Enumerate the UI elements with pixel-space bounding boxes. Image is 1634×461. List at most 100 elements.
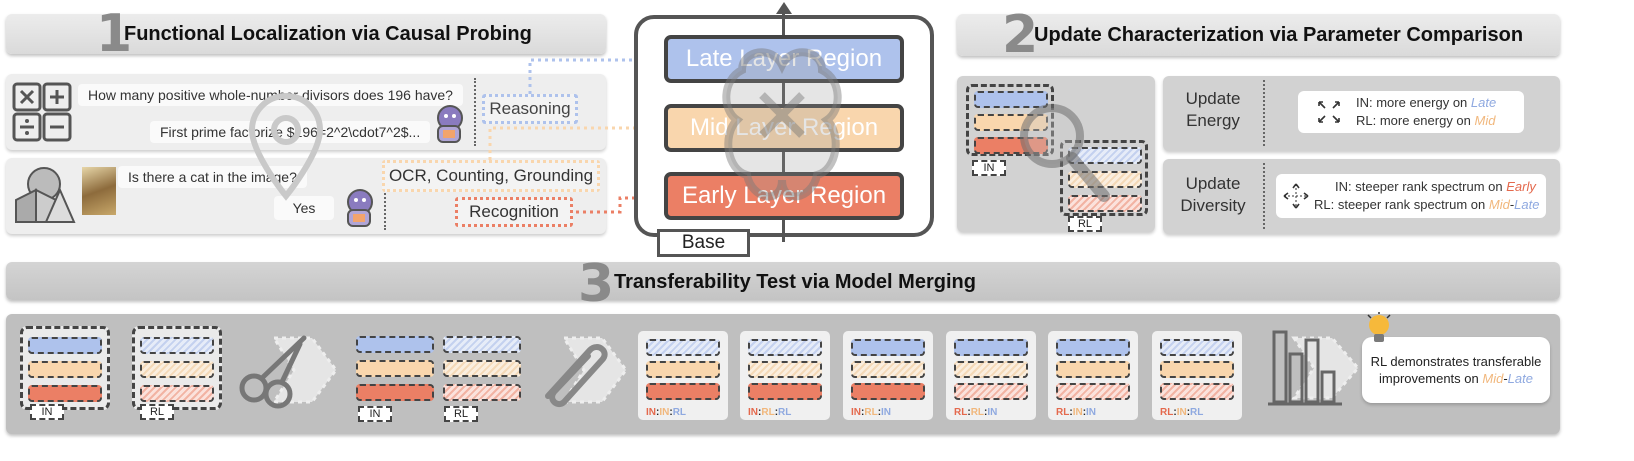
in-late-layer — [974, 91, 1048, 108]
merge-label: RL:IN:RL — [1160, 407, 1203, 418]
merge-label-sep: : — [861, 407, 865, 418]
merge-label-early: IN — [646, 407, 656, 418]
energy-rl-text: RL: more energy on — [1356, 113, 1475, 128]
merged-late-layer — [1056, 339, 1130, 356]
robot-icon — [347, 189, 373, 227]
in-tag: IN — [358, 406, 392, 422]
in-tag: IN — [30, 404, 64, 420]
in-tag: IN — [972, 160, 1006, 176]
merge-label-mid: IN — [1176, 407, 1187, 418]
merge-label-late: RL — [1190, 407, 1204, 418]
merged-early-layer — [748, 383, 822, 400]
section3-title: Transferability Test via Model Merging — [614, 271, 976, 293]
merge-label-sep: : — [774, 407, 779, 418]
merge-label-sep: : — [967, 407, 971, 418]
expand-arrows-icon — [1318, 101, 1340, 123]
merged-early-layer — [954, 383, 1028, 400]
merge-label-sep: : — [1082, 407, 1087, 418]
merge-label-mid: RL — [864, 407, 878, 418]
image-question: Is there a cat in the image? — [118, 166, 307, 188]
divider-dotted — [1263, 80, 1265, 146]
merge-label-mid: RL — [970, 407, 985, 418]
merge-label-sep: : — [877, 407, 882, 418]
energy-rl-line: RL: more energy on Mid — [1356, 113, 1495, 128]
rl-model-stack — [1060, 140, 1148, 216]
merged-mid-layer — [851, 361, 925, 378]
section2-header — [957, 14, 1560, 56]
diversity-rl-text: RL: steeper rank spectrum on — [1314, 197, 1489, 212]
conclusion-highlight-mid: Mid — [1482, 371, 1504, 386]
divider-dotted — [384, 162, 386, 230]
merged-model-3: IN:RL:IN — [843, 331, 933, 420]
merged-model-2: IN:RL:RL — [740, 331, 830, 420]
conclusion-line-1: RL demonstrates transferable — [1370, 354, 1542, 369]
merge-label-sep: : — [669, 407, 673, 418]
diversity-in-line: IN: steeper rank spectrum on Early — [1335, 179, 1536, 194]
merge-label-early: IN — [748, 407, 758, 418]
base-label-box — [657, 229, 750, 257]
rl-early-layer — [140, 385, 214, 402]
rl-tag: RL — [140, 404, 174, 420]
rl-late-layer — [140, 337, 214, 354]
lightbulb-icon — [1367, 312, 1391, 342]
merged-late-layer — [851, 339, 925, 356]
mid-layer-region: Mid Layer Region — [664, 104, 904, 152]
conclusion-card — [1362, 337, 1550, 403]
merge-label-mid: RL — [761, 407, 775, 418]
merged-early-layer — [851, 383, 925, 400]
merge-label-mid: IN — [1072, 407, 1083, 418]
section2-title: Update Characterization via Parameter Co… — [1034, 24, 1524, 46]
merged-late-layer — [646, 339, 720, 356]
merged-mid-layer — [748, 361, 822, 378]
cut-rl-mid-layer — [443, 360, 521, 377]
section1-header — [6, 14, 606, 54]
conclusion-line-2: improvements on Mid-Late — [1362, 371, 1550, 386]
diversity-rl-sep: - — [1509, 197, 1515, 212]
conclusion-highlight-late: Late — [1507, 371, 1533, 386]
diversity-rl-highlight-late: Late — [1514, 197, 1540, 212]
merge-label-sep: : — [1186, 407, 1191, 418]
energy-in-highlight: Late — [1470, 95, 1497, 110]
merge-label-sep: : — [1173, 407, 1177, 418]
diversity-in-text: IN: steeper rank spectrum on — [1335, 179, 1507, 194]
merged-model-4: RL:RL:IN — [946, 331, 1036, 420]
merge-label-early: RL — [954, 407, 968, 418]
cat-image — [82, 167, 116, 215]
merged-early-layer — [1056, 383, 1130, 400]
shapes-icon — [15, 167, 76, 223]
diversity-in-highlight: Early — [1506, 179, 1536, 194]
merged-mid-layer — [1160, 361, 1234, 378]
merge-label: IN:RL:IN — [851, 407, 891, 418]
axis-arrow-head — [776, 2, 792, 14]
merge-label-late: IN — [987, 407, 998, 418]
merge-label-late: RL — [778, 407, 792, 418]
image-answer: Yes — [274, 196, 334, 220]
diversity-rl-line: RL: steeper rank spectrum on Mid-Late — [1314, 197, 1539, 212]
diversity-info-card — [1276, 174, 1546, 218]
update-diversity-label-2: Diversity — [1180, 196, 1246, 215]
base-label: Base — [681, 232, 726, 253]
conclusion-text: improvements on — [1379, 371, 1483, 386]
merge-label-sep: : — [656, 407, 660, 418]
merge-label: IN:RL:RL — [748, 407, 791, 418]
merge-label-sep: : — [758, 407, 762, 418]
late-layer-region: Late Layer Region — [664, 35, 904, 83]
cut-in-layers — [356, 334, 434, 406]
in-early-layer — [28, 385, 102, 402]
merged-mid-layer — [1056, 361, 1130, 378]
merge-label-early: RL — [1056, 407, 1070, 418]
divider-dotted — [1263, 163, 1265, 229]
energy-rl-highlight: Mid — [1474, 113, 1496, 128]
merged-mid-layer — [954, 361, 1028, 378]
merge-label: RL:RL:IN — [954, 407, 997, 418]
math-question: How many positive whole-number divisors … — [78, 84, 463, 106]
scissors-icon — [239, 335, 338, 409]
bar-chart-icon — [1268, 330, 1360, 406]
merged-late-layer — [748, 339, 822, 356]
direction-arrows-icon — [1283, 183, 1309, 209]
section1-number: 1 — [96, 4, 133, 64]
reasoning-tag: Reasoning — [482, 94, 578, 124]
cut-rl-early-layer — [443, 384, 521, 401]
cut-in-early-layer — [356, 384, 434, 401]
merged-model-1: IN:IN:RL — [638, 331, 728, 420]
